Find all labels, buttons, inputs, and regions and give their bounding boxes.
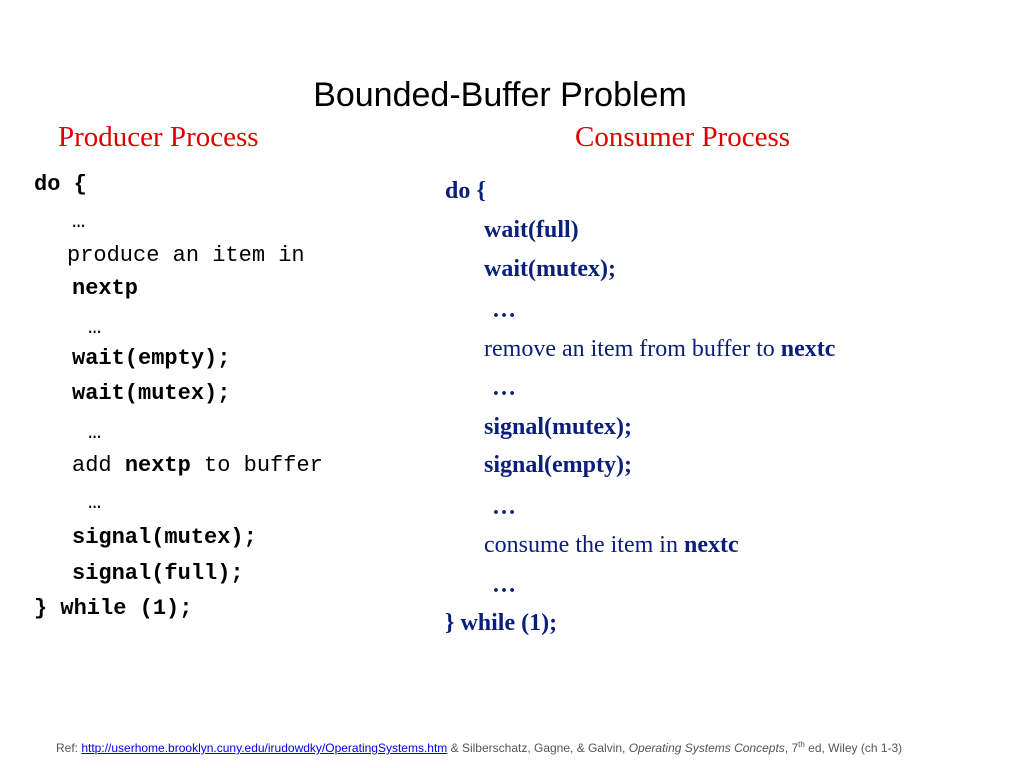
producer-add-line: add nextp to buffer — [72, 453, 323, 478]
consumer-ellipsis-3: … — [492, 494, 516, 520]
producer-ellipsis-2: … — [88, 315, 102, 340]
slide-title: Bounded-Buffer Problem — [313, 76, 687, 114]
consumer-wait-mutex: wait(mutex); — [484, 256, 616, 282]
reference-edition-num: , 7 — [784, 741, 799, 755]
consumer-remove-line: remove an item from buffer to nextc — [484, 336, 835, 363]
producer-add-prefix: add — [72, 453, 125, 478]
consumer-heading: Consumer Process — [575, 121, 791, 153]
consumer-signal-mutex: signal(mutex); — [484, 414, 632, 440]
reference-book-title: Operating Systems Concepts — [628, 741, 785, 755]
consumer-consume-text: consume the item in — [484, 532, 684, 558]
producer-produce-var: nextp — [72, 276, 139, 301]
producer-while-close: } while (1); — [34, 596, 193, 621]
consumer-consume-line: consume the item in nextc — [484, 532, 739, 559]
consumer-wait-full: wait(full) — [484, 217, 579, 243]
producer-do-open: do { — [34, 172, 87, 197]
producer-wait-empty: wait(empty); — [72, 346, 231, 371]
consumer-remove-text: remove an item from buffer to — [484, 336, 781, 362]
producer-add-suffix: to buffer — [190, 453, 323, 478]
consumer-consume-var: nextc — [683, 532, 739, 558]
reference-prefix: Ref: — [56, 741, 82, 755]
consumer-ellipsis-4: … — [492, 572, 516, 598]
reference-edition-sup: th — [798, 740, 805, 749]
producer-signal-mutex: signal(mutex); — [72, 525, 257, 550]
reference-link[interactable]: http://userhome.brooklyn.cuny.edu/irudow… — [81, 741, 448, 755]
reference-footer: Ref: http://userhome.brooklyn.cuny.edu/i… — [56, 740, 902, 755]
producer-wait-mutex: wait(mutex); — [72, 381, 231, 406]
consumer-do-open: do { — [445, 178, 486, 204]
consumer-ellipsis-2: … — [492, 375, 516, 401]
producer-ellipsis-4: … — [88, 490, 102, 515]
consumer-ellipsis-1: … — [492, 297, 516, 323]
producer-ellipsis-3: … — [88, 420, 102, 445]
consumer-signal-empty: signal(empty); — [484, 452, 632, 478]
producer-produce-text: produce an item in — [67, 243, 305, 268]
producer-add-var: nextp — [124, 453, 191, 478]
consumer-while-close: } while (1); — [445, 610, 558, 636]
consumer-remove-var: nextc — [780, 336, 836, 362]
producer-ellipsis-1: … — [72, 209, 86, 234]
reference-authors: & Silberschatz, Gagne, & Galvin, — [447, 741, 629, 755]
reference-edition-rest: ed, Wiley (ch 1-3) — [804, 741, 903, 755]
producer-heading: Producer Process — [58, 121, 259, 153]
producer-signal-full: signal(full); — [72, 561, 244, 586]
